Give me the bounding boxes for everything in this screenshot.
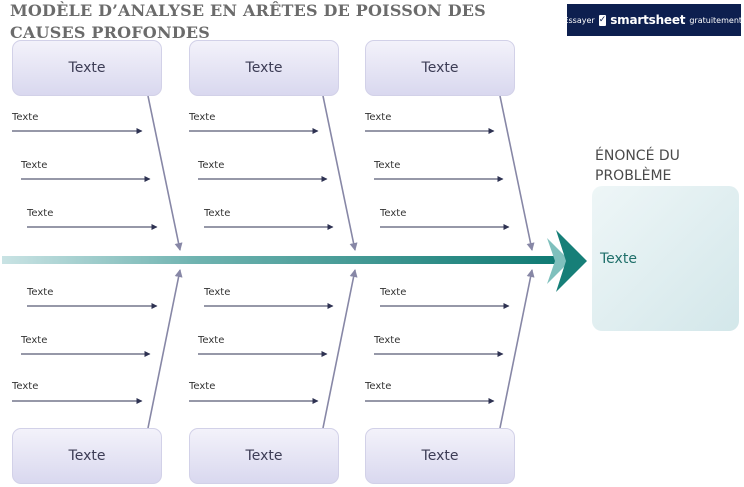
category-box-bottom-1[interactable]: Texte <box>12 428 162 484</box>
category-box-bottom-3[interactable]: Texte <box>365 428 515 484</box>
problem-statement-text: Texte <box>600 250 637 267</box>
cause-label[interactable]: Texte <box>27 287 54 298</box>
cause-label[interactable]: Texte <box>374 160 401 171</box>
cause-label[interactable]: Texte <box>374 335 401 346</box>
spine-arrow-head <box>556 230 587 292</box>
category-box-bottom-2[interactable]: Texte <box>189 428 339 484</box>
category-box-top-2[interactable]: Texte <box>189 40 339 96</box>
cause-label[interactable]: Texte <box>365 381 392 392</box>
banner-brand: smartsheet <box>610 13 686 27</box>
category-box-top-1[interactable]: Texte <box>12 40 162 96</box>
bone-top-1 <box>147 95 183 251</box>
bone-bottom-3 <box>499 269 535 429</box>
bone-top-2 <box>322 95 358 251</box>
problem-statement-box[interactable]: Texte <box>592 186 739 331</box>
cause-label[interactable]: Texte <box>204 208 231 219</box>
cause-label[interactable]: Texte <box>12 381 39 392</box>
banner-suffix: gratuitement. <box>689 15 744 25</box>
page-title: MODÈLE D’ANALYSE EN ARÊTES DE POISSON DE… <box>10 1 486 42</box>
cause-label[interactable]: Texte <box>189 381 216 392</box>
cause-label[interactable]: Texte <box>189 112 216 123</box>
cause-label[interactable]: Texte <box>198 335 225 346</box>
cause-label[interactable]: Texte <box>21 160 48 171</box>
cause-label[interactable]: Texte <box>198 160 225 171</box>
cause-label[interactable]: Texte <box>365 112 392 123</box>
spine-arrow-back <box>547 238 570 284</box>
cause-label[interactable]: Texte <box>12 112 39 123</box>
checkmark-icon: ✓ <box>598 14 607 26</box>
cause-label[interactable]: Texte <box>380 287 407 298</box>
smartsheet-trial-banner[interactable]: Essayer ✓ smartsheet gratuitement. <box>563 4 744 36</box>
cause-label[interactable]: Texte <box>204 287 231 298</box>
bone-top-3 <box>499 95 535 251</box>
cause-label[interactable]: Texte <box>27 208 54 219</box>
category-box-top-3[interactable]: Texte <box>365 40 515 96</box>
bone-bottom-1 <box>147 269 183 429</box>
cause-label[interactable]: Texte <box>21 335 48 346</box>
cause-label[interactable]: Texte <box>380 208 407 219</box>
spine-bar <box>2 256 557 264</box>
problem-statement-title: ÉNONCÉ DU PROBLÈME <box>595 148 680 184</box>
bone-bottom-2 <box>322 269 358 429</box>
banner-prefix: Essayer <box>563 15 595 25</box>
